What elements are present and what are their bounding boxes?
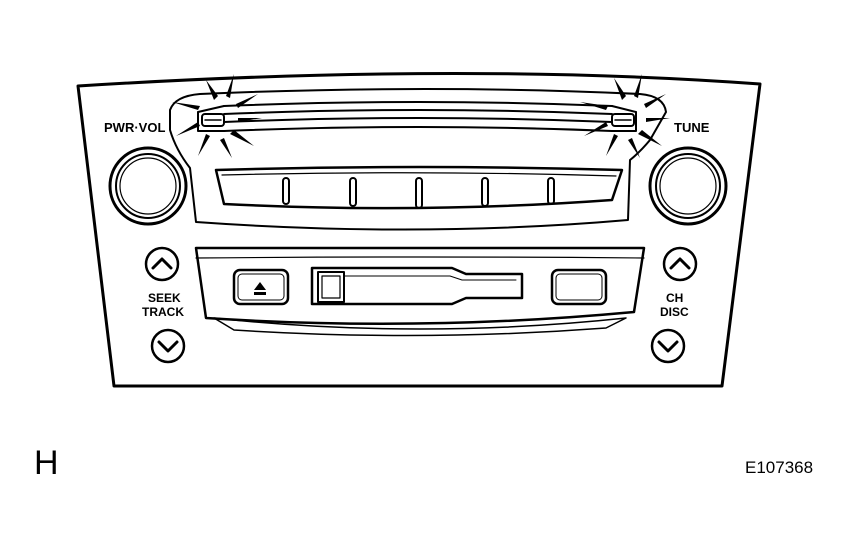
flash-burst-right-icon bbox=[580, 74, 670, 158]
chevron-down-icon bbox=[657, 340, 679, 353]
figure-code: E107368 bbox=[745, 458, 814, 477]
disc-slot[interactable] bbox=[197, 101, 637, 132]
ch-up-button[interactable] bbox=[662, 246, 698, 282]
display-bezel bbox=[169, 88, 667, 231]
pwr-vol-knob[interactable] bbox=[108, 146, 188, 226]
right-indicator bbox=[611, 113, 635, 127]
chevron-down-icon bbox=[157, 340, 179, 353]
chevron-up-icon bbox=[151, 257, 173, 270]
faceplate bbox=[76, 71, 762, 388]
ch-down-button[interactable] bbox=[650, 328, 686, 364]
eject-icon bbox=[254, 282, 266, 295]
pwr-vol-label: PWR·VOL bbox=[104, 120, 165, 135]
seek-up-button[interactable] bbox=[144, 246, 180, 282]
tune-label: TUNE bbox=[674, 120, 710, 135]
disc-label: DISC bbox=[660, 305, 689, 319]
track-label: TRACK bbox=[142, 305, 184, 319]
preset-dividers bbox=[282, 177, 555, 209]
card-slot[interactable] bbox=[310, 266, 524, 306]
lower-panel bbox=[194, 246, 646, 337]
tune-knob[interactable] bbox=[648, 146, 728, 226]
seek-label: SEEK bbox=[148, 291, 181, 305]
flash-burst-left-icon bbox=[172, 74, 262, 158]
ch-label: CH bbox=[666, 291, 683, 305]
chevron-up-icon bbox=[669, 257, 691, 270]
preset-buttons[interactable] bbox=[214, 165, 624, 210]
eject-button[interactable] bbox=[232, 268, 290, 306]
figure-letter: H bbox=[34, 444, 59, 482]
left-indicator bbox=[201, 113, 225, 127]
right-panel-button[interactable] bbox=[550, 268, 608, 306]
seek-down-button[interactable] bbox=[150, 328, 186, 364]
